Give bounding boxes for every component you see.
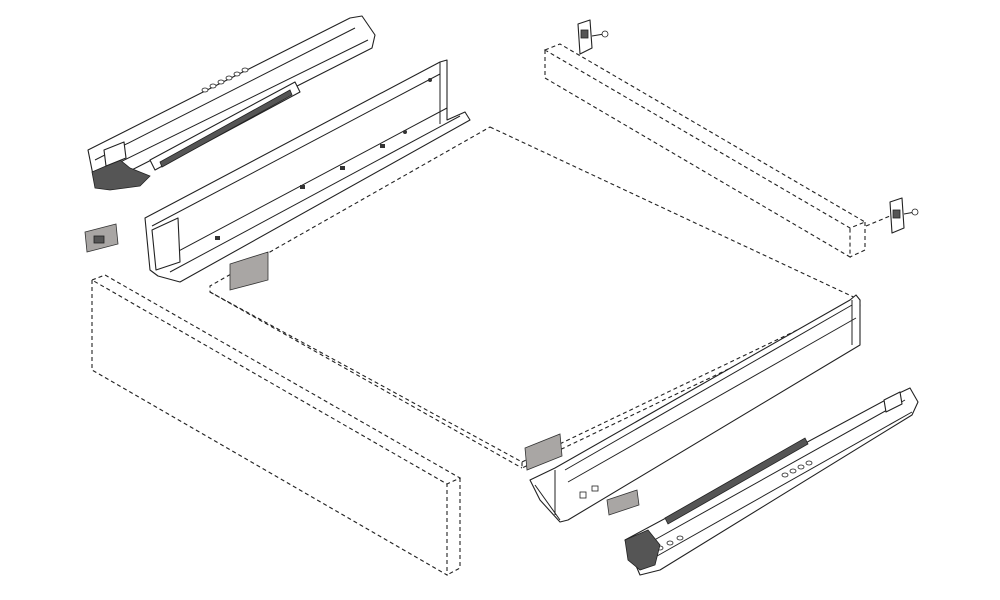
runner-left (87, 15, 376, 191)
drawer-side-left (144, 59, 471, 283)
drawer-side-right (529, 294, 861, 523)
runner-right (624, 387, 919, 576)
label-plate-left (229, 251, 269, 291)
connector-plate-right (524, 433, 563, 471)
front-panel (90, 274, 462, 576)
label-plate-right (606, 489, 640, 516)
back-bracket-top (577, 19, 609, 55)
back-bracket-bottom (865, 197, 919, 234)
back-panel (543, 43, 867, 258)
connector-slot (93, 235, 105, 244)
